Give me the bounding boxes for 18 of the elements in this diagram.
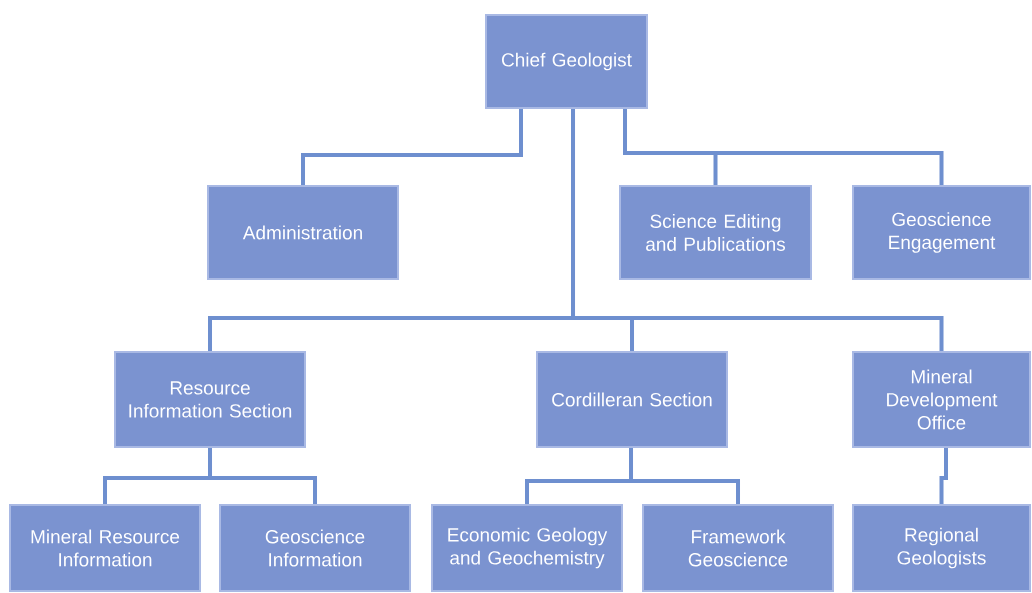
connector-line xyxy=(571,109,944,351)
connector-line xyxy=(623,109,944,185)
org-box: Geoscience Information xyxy=(219,504,411,592)
org-box: Resource Information Section xyxy=(114,351,306,448)
org-box: Chief Geologist xyxy=(485,14,648,109)
org-box: Mineral Resource Information xyxy=(9,504,201,592)
org-box: Science Editing and Publications xyxy=(619,185,812,280)
org-box: Cordilleran Section xyxy=(536,351,728,448)
org-box: Mineral Development Office xyxy=(852,351,1031,448)
org-box: Geoscience Engagement xyxy=(852,185,1031,280)
connector-line xyxy=(208,448,317,504)
connector-line xyxy=(301,109,523,185)
connector-line xyxy=(939,448,948,504)
org-box: Administration xyxy=(207,185,399,280)
org-box: Framework Geoscience xyxy=(642,504,834,592)
connector-line xyxy=(629,448,740,504)
org-box: Regional Geologists xyxy=(852,504,1031,592)
org-box: Economic Geology and Geochemistry xyxy=(431,504,623,592)
